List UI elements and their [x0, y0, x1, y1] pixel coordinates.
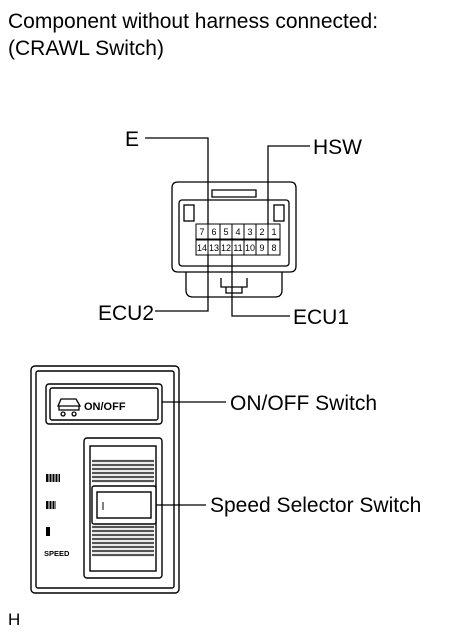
figure-code: H: [8, 610, 21, 629]
heading-line-1: Component without harness connected:: [8, 10, 379, 33]
pin-number: 5: [223, 227, 228, 237]
label-ecu2: ECU2: [98, 302, 154, 325]
connector-outer-shell: [171, 181, 297, 273]
connector-inner-frame: [178, 199, 290, 267]
label-ecu1: ECU1: [293, 306, 349, 329]
speed-level-indicators: [46, 474, 60, 536]
on-off-button-frame: [45, 383, 163, 425]
speed-level-mid-icon: [46, 501, 56, 509]
speed-selector-knob: [91, 485, 157, 525]
label-e: E: [125, 128, 139, 151]
speed-level-low-icon: [46, 527, 50, 536]
pin-number: 10: [245, 243, 255, 253]
on-off-button-text: ON/OFF: [84, 401, 126, 413]
label-hsw: HSW: [313, 136, 362, 159]
leader-line-hsw: [267, 145, 310, 224]
speed-text: SPEED: [44, 549, 70, 558]
connector-latch: [211, 189, 257, 198]
connector-pin-numbers: 7 6 5 4 3 2 1 14 13 12 11 10 9 8: [197, 227, 277, 253]
speed-level-separators: [48, 474, 59, 509]
pin-number: 2: [259, 227, 264, 237]
pin-number: 12: [221, 243, 231, 253]
speed-selector-housing: [83, 437, 163, 579]
pin-number: 4: [235, 227, 240, 237]
connector-bottom-tab: [185, 272, 283, 298]
pin-number: 6: [211, 227, 216, 237]
speed-selector-ridges: [92, 459, 154, 557]
heading-line-2: (CRAWL Switch): [8, 37, 164, 60]
pin-cell: [267, 239, 281, 256]
switch-panel-inner: [35, 370, 175, 589]
diagram-heading: Component without harness connected: (CR…: [8, 8, 378, 62]
pin-number: 3: [247, 227, 252, 237]
leader-line-e: [145, 137, 209, 224]
leader-line-ecu2: [155, 255, 209, 312]
switch-leader-lines: [156, 401, 226, 506]
pin-cell: [267, 223, 281, 240]
on-off-button-face: [49, 387, 159, 421]
switch-panel: [30, 365, 180, 594]
crawl-vehicle-icon: [57, 398, 82, 417]
pin-number: 8: [271, 243, 276, 253]
pin-number: 11: [233, 243, 242, 253]
leader-line-ecu1: [231, 255, 290, 317]
switch-panel-outer: [30, 365, 180, 594]
pin-number: 7: [199, 227, 204, 237]
speed-level-high-icon: [46, 474, 60, 482]
label-on-off-switch: ON/OFF Switch: [230, 392, 377, 415]
connector-illustration: [171, 181, 297, 298]
pin-number: 13: [209, 243, 219, 253]
pin-number: 1: [271, 227, 276, 237]
connector-bottom-lock: [220, 278, 248, 294]
label-speed-selector-switch: Speed Selector Switch: [210, 494, 421, 517]
connector-right-guide: [273, 204, 285, 222]
connector-leader-lines: [145, 137, 310, 317]
connector-pin-grid: [195, 223, 281, 256]
pin-number: 9: [259, 243, 264, 253]
connector-left-guide: [183, 204, 195, 222]
pin-number: 14: [197, 243, 207, 253]
